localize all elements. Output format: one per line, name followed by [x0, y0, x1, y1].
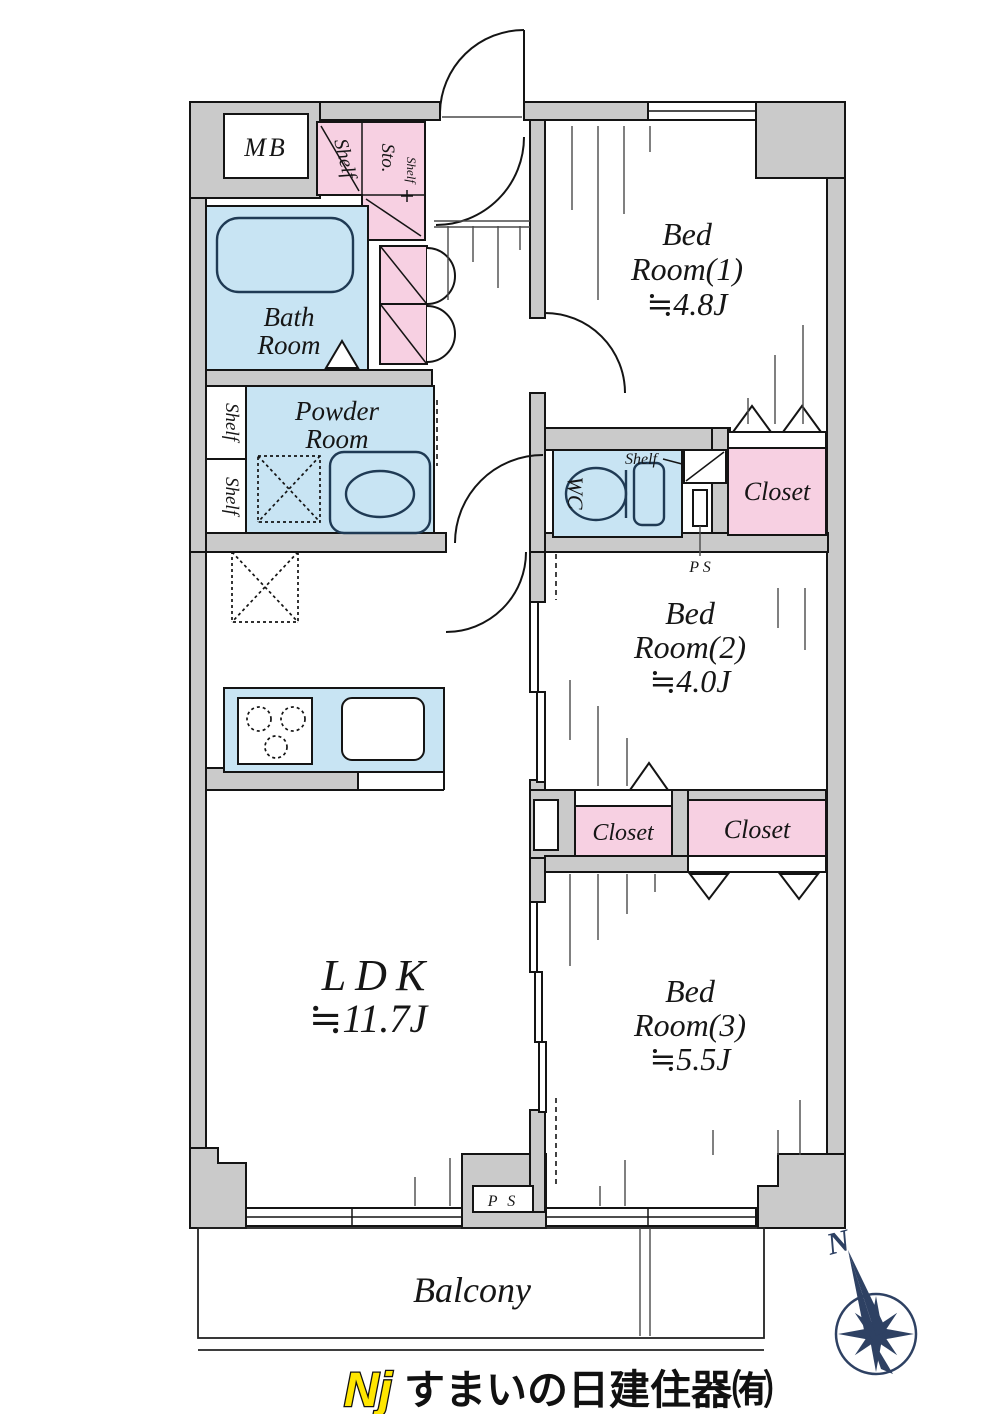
balcony-label: Balcony [413, 1270, 531, 1310]
footer-logo: Nj すまいの日建住器㈲ [343, 1363, 773, 1414]
bedroom1-label-1: Bed [662, 216, 713, 252]
wc-door-arc-icon [454, 454, 544, 544]
refrigerator-icon [231, 551, 299, 623]
mb-label: MB [243, 133, 288, 162]
windows [245, 101, 757, 1227]
closet-door-mark-icon [687, 873, 731, 901]
shelf-left-top-label: Shelf [221, 403, 242, 444]
bedroom3-label-2: Room(3) [633, 1007, 746, 1043]
kitchen [223, 551, 445, 791]
bedroom1-door-arc-icon [544, 312, 626, 394]
room-meter-box: MB [223, 113, 309, 179]
bedroom1-label-3: ≒4.8J [646, 286, 729, 322]
closet-bedroom1: Closet [727, 404, 827, 536]
bedroom2-label-3: ≒4.0J [649, 663, 732, 699]
sliding-panels-bedroom2-icon [529, 601, 546, 783]
closets-row: Closet Closet [533, 761, 827, 901]
room-bathroom: Bath Room [205, 205, 369, 371]
shelf-box-icon [205, 458, 247, 534]
vanity-sink-icon [328, 450, 432, 535]
bedroom2-label-2: Room(2) [633, 629, 746, 665]
stove-icon [237, 697, 313, 765]
hatch-lines [414, 126, 806, 1206]
shelf-box-icon [205, 385, 247, 460]
bath-step-icon [324, 339, 360, 369]
hall-door-arc-icon [435, 136, 525, 226]
wc-shelf-icon [683, 449, 727, 484]
room-labels: Bed Room(1) ≒4.8J Bed Room(2) ≒4.0J Bed … [309, 216, 746, 1077]
balcony: Balcony [197, 1227, 765, 1351]
bathtub-icon [215, 216, 355, 294]
shelf-left-bottom-label: Shelf [221, 477, 242, 518]
bathroom-label-1: Bath [264, 302, 315, 332]
ldk-door-arc-icon [445, 551, 527, 633]
entrance-door-icon [439, 29, 525, 118]
logo-badge: Nj [344, 1364, 394, 1414]
closet3-label: Closet [724, 815, 791, 844]
storage-shelf-small-label: Shelf [404, 157, 419, 185]
ps-duct-icon [692, 489, 708, 527]
storage-sto-label: Sto. [377, 143, 398, 172]
ps-lower-label: P S [487, 1193, 518, 1210]
wc-label: WC [563, 477, 588, 510]
closet-door-mark-icon [731, 404, 773, 433]
closet2-label: Closet [592, 820, 655, 846]
bedroom3-label-1: Bed [665, 973, 716, 1009]
closet1-label: Closet [744, 477, 811, 506]
room-wc: WC Shelf P S [552, 449, 727, 576]
powder-label-1: Powder [294, 396, 379, 426]
wc-shelf-label: Shelf [625, 451, 660, 468]
toilet-icon [564, 461, 666, 527]
kitchen-sink-icon [341, 697, 425, 761]
sliding-panels-bedroom3-icon [529, 901, 547, 1113]
window-ldk-icon [245, 1207, 463, 1227]
window-bedroom1-icon [647, 101, 757, 121]
powder-label-2: Room [305, 424, 369, 454]
doors [426, 29, 626, 1113]
bedroom3-label-3: ≒5.5J [649, 1041, 732, 1077]
compass-north-label: N [822, 1222, 855, 1262]
bedroom1-label-2: Room(1) [630, 251, 743, 287]
washing-machine-icon [257, 455, 321, 523]
closet-door-mark-icon [777, 873, 821, 901]
logo-company-name: すまいの日建住器㈲ [404, 1367, 773, 1413]
bathroom-label-2: Room [257, 330, 321, 360]
closet-door-mark-icon [628, 761, 670, 791]
bifold-closet-doors-icon [426, 247, 456, 363]
window-bedroom3-icon [545, 1207, 757, 1227]
bedroom2-label-1: Bed [665, 595, 716, 631]
ldk-label-1: LDK [321, 951, 435, 1000]
room-powder: Powder Room Shelf Shelf [205, 385, 435, 535]
ldk-label-2: ≒11.7J [309, 996, 430, 1041]
ps-lower: P S [472, 1185, 534, 1213]
ps-upper-label: P S [688, 559, 710, 576]
closet-door-mark-icon [781, 404, 823, 433]
compass-icon: N [822, 1222, 918, 1376]
